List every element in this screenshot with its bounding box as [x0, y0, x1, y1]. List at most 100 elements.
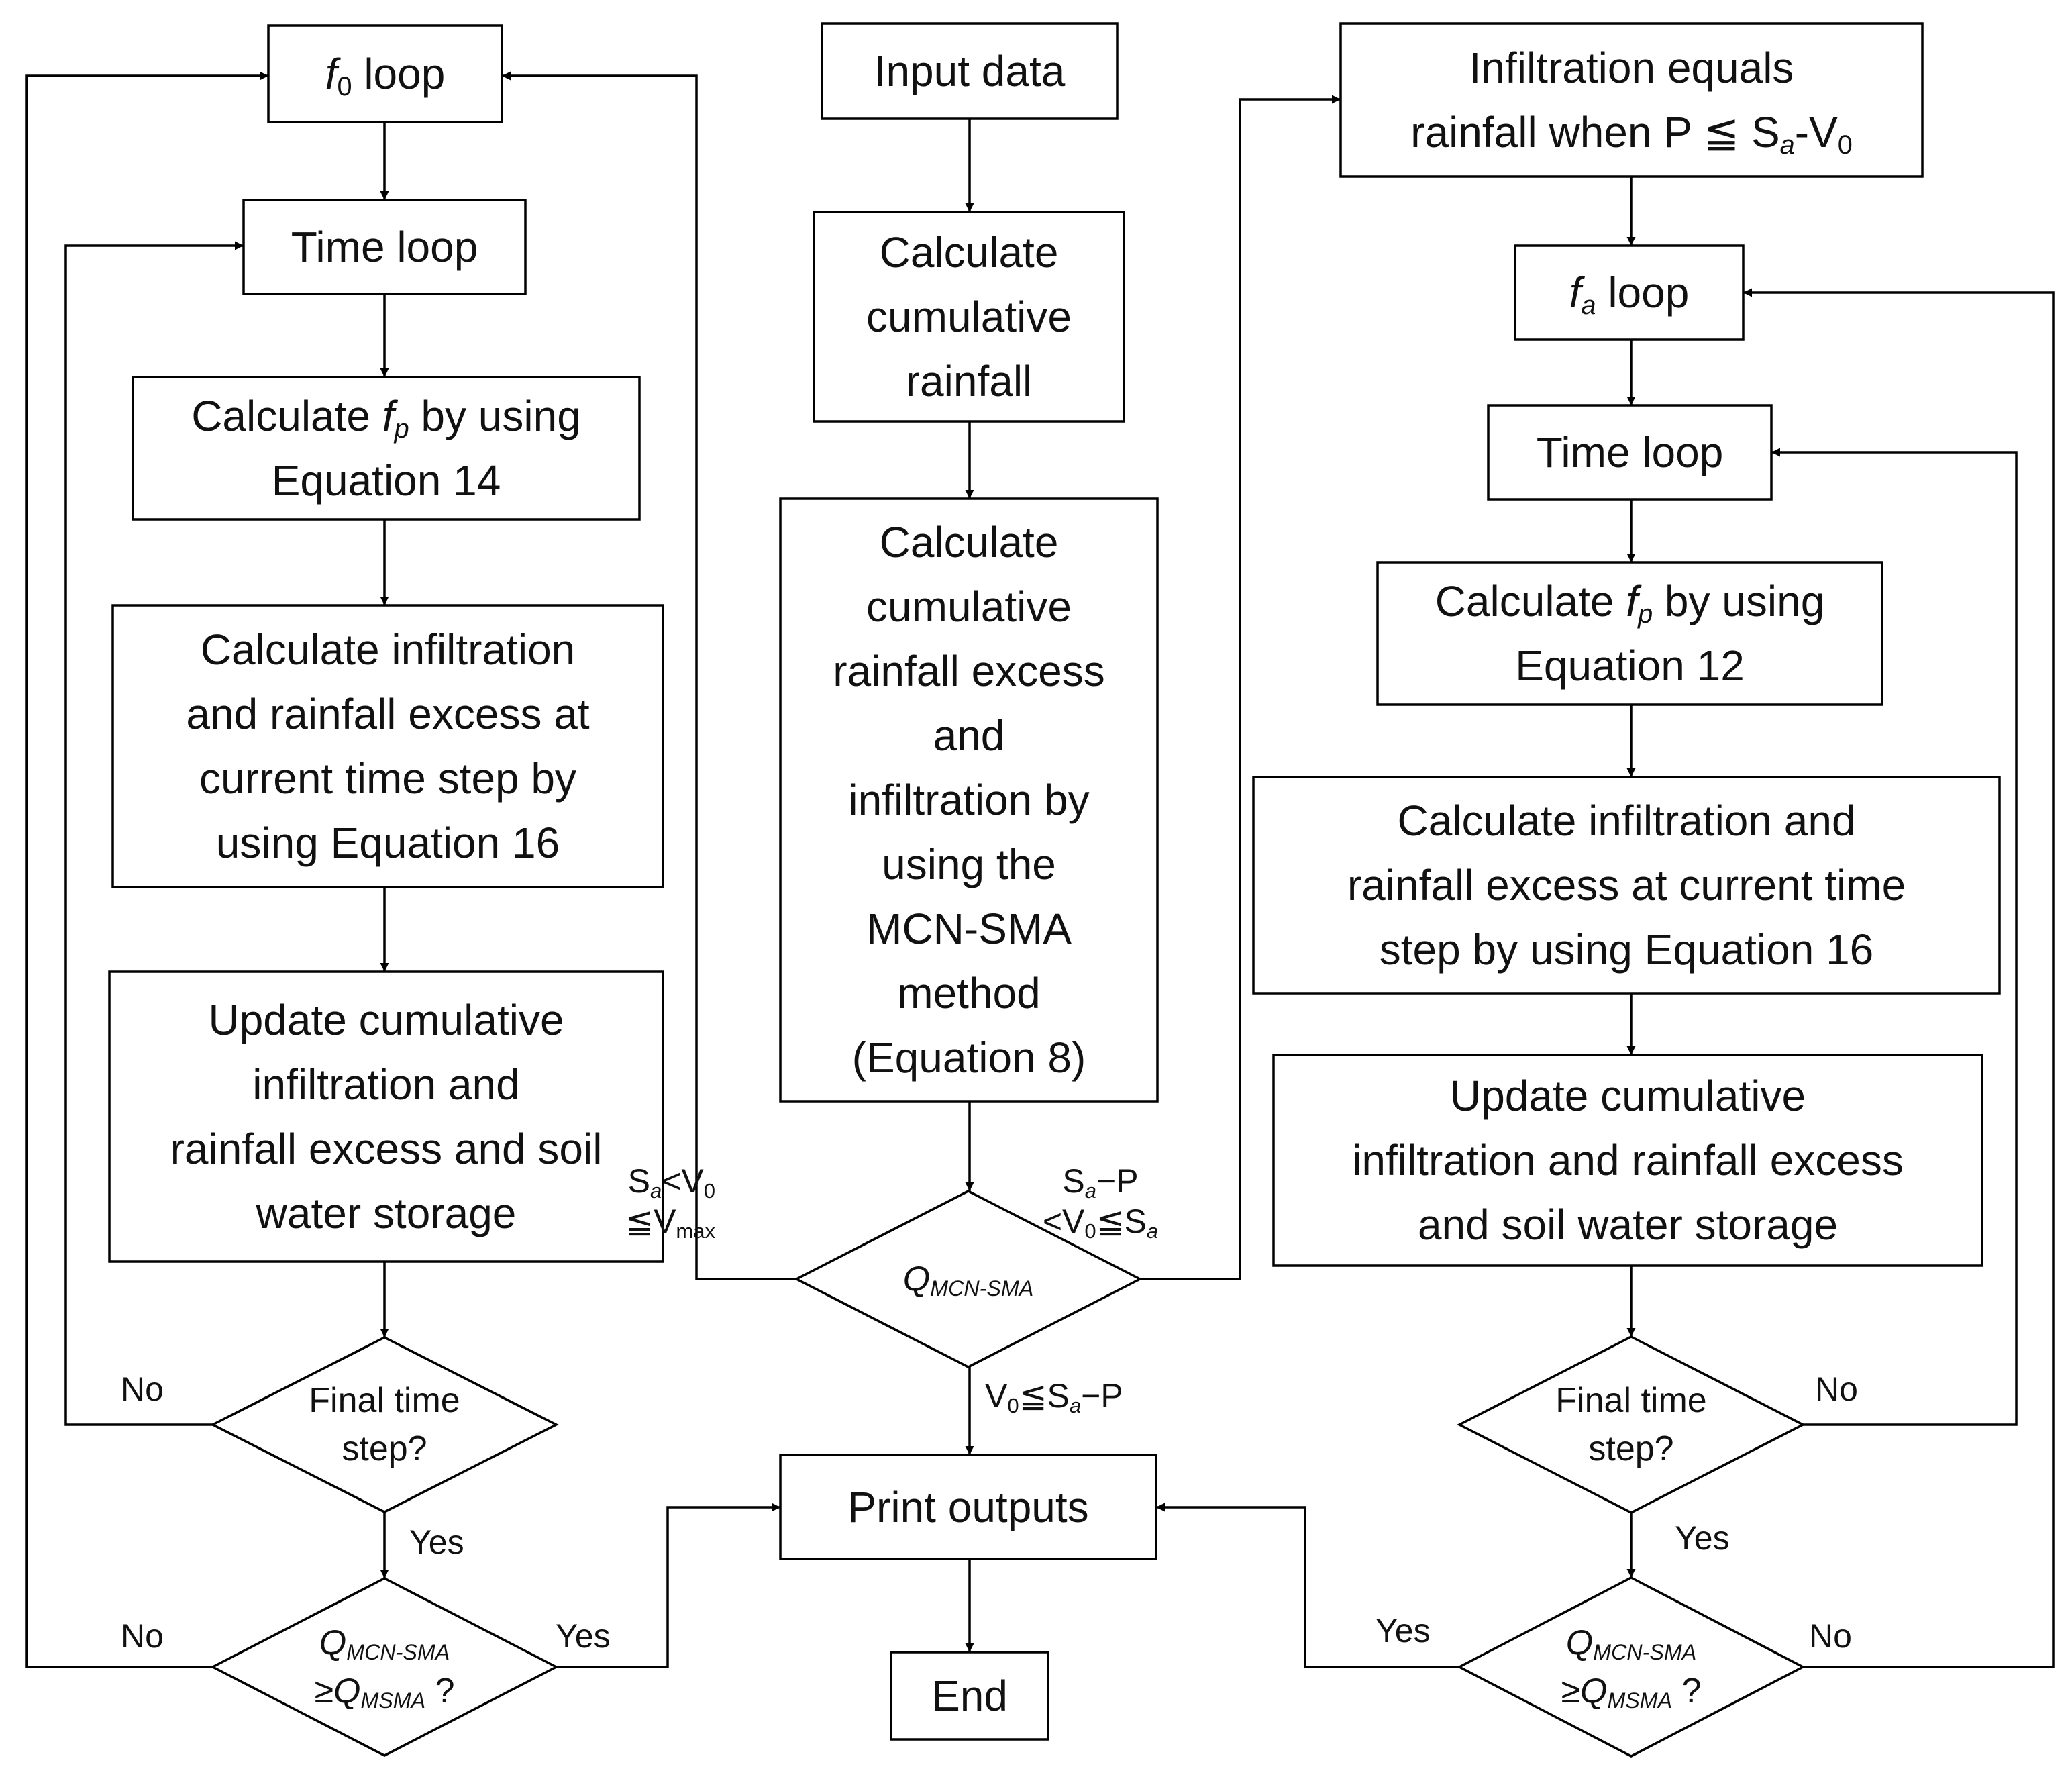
calc-inf-right-box: Calculate infiltration and rainfall exces… — [1253, 777, 2000, 993]
print-line-1: Print outputs — [847, 1482, 1089, 1531]
calc-inf-left-line-2: and rainfall excess at — [186, 690, 590, 738]
calc-fp14-box-shape — [132, 376, 641, 521]
calc-inf-left-line-4: using Equation 16 — [215, 819, 560, 867]
end-line-1: End — [931, 1672, 1008, 1720]
calc-inf-left-box-shape — [111, 604, 664, 888]
infil-equals-box-shape — [1339, 22, 1924, 178]
f0-loop-box-shape — [267, 24, 503, 123]
calc-fp14-line-2: Equation 14 — [271, 456, 501, 505]
final-left-line-2: step? — [342, 1429, 427, 1468]
yes-final-right-label: Yes — [1675, 1518, 1730, 1558]
infil-equals-box: Infiltration equals rainfall when P ≦ Sa-… — [1341, 23, 1922, 176]
calc-inf-right-line-3: step by using Equation 16 — [1379, 925, 1874, 974]
no-q-right-label: No — [1809, 1616, 1852, 1656]
calc-cum-rain-line-2: cumulative — [866, 293, 1072, 341]
time-left-box: Time loop — [244, 200, 525, 294]
update-left-line-3: rainfall excess and soil — [170, 1125, 603, 1173]
time-right-box: Time loop — [1488, 405, 1771, 499]
yes-final-right-label-line-1: Yes — [1675, 1519, 1730, 1557]
no-q-left-label-line-1: No — [121, 1617, 164, 1655]
qcomp-right-diamond: QMCN-SMA ≥QMSMA ? — [1459, 1578, 1803, 1756]
update-left-line-1: Update cumulative — [208, 996, 564, 1044]
arrow-final-right-no-loop — [1771, 448, 2018, 1426]
calc-inf-right-line-1: Calculate infiltration and — [1397, 797, 1856, 845]
q-mcn-sma-diamond-shape — [794, 1190, 1143, 1368]
no-final-left-label-line-1: No — [121, 1370, 164, 1408]
yes-final-left-label-line-1: Yes — [409, 1523, 464, 1561]
infil-equals-line-2: rainfall when P ≦ Sa-V0 — [1410, 108, 1853, 160]
calc-fp14-line-1: Calculate fp by using — [191, 392, 581, 444]
calc-mcn-line-2: cumulative — [866, 582, 1072, 631]
calc-inf-left-line-1: Calculate infiltration — [200, 625, 576, 674]
end-box-shape — [890, 1651, 1049, 1741]
qcomp-left-diamond: QMCN-SMA ≥QMSMA ? — [213, 1578, 556, 1756]
update-left-box-shape — [108, 970, 664, 1263]
no-q-right-label-line-1: No — [1809, 1617, 1852, 1655]
update-right-line-3: and soil water storage — [1417, 1201, 1838, 1249]
no-final-right-label-line-1: No — [1815, 1370, 1858, 1408]
fa-loop-line-1: fa loop — [1569, 268, 1690, 320]
infil-equals-line-1: Infiltration equals — [1469, 44, 1794, 92]
calc-cum-rain-line-3: rainfall — [905, 357, 1033, 405]
calc-cum-rain-line-1: Calculate — [879, 228, 1059, 276]
yes-q-right-label-line-1: Yes — [1376, 1612, 1431, 1649]
update-right-line-2: infiltration and rainfall excess — [1352, 1136, 1904, 1184]
fa-loop-box: fa loop — [1515, 246, 1743, 340]
arrow-decision-to-f0-loop — [502, 71, 796, 1280]
cond-right-label-line-1: Sa−P — [1062, 1162, 1139, 1203]
f0-loop-box: f0 loop — [268, 26, 502, 122]
update-right-box: Update cumulative infiltration and rainfa… — [1274, 1055, 1982, 1266]
arrow-q-right-no-loop — [1743, 288, 2055, 1668]
final-left-diamond: Final time step? — [213, 1337, 556, 1512]
qcomp-left-line-2: ≥QMSMA ? — [314, 1672, 455, 1713]
calc-mcn-line-7: MCN-SMA — [866, 905, 1072, 953]
yes-q-right-label: Yes — [1376, 1611, 1431, 1651]
yes-final-left-label: Yes — [409, 1522, 464, 1562]
cond-left-label-line-1: Sa<V0 — [627, 1162, 715, 1203]
calc-fp12-line-2: Equation 12 — [1515, 642, 1745, 690]
input-line-1: Input data — [874, 47, 1066, 95]
end-box: End — [891, 1652, 1048, 1739]
cond-down-label: V0≦Sa−P — [985, 1376, 1123, 1416]
yes-q-left-label: Yes — [556, 1616, 611, 1656]
q-mcn-sma-diamond: QMCN-SMA — [796, 1191, 1140, 1367]
calc-mcn-line-4: and — [933, 711, 1005, 760]
final-left-line-1: Final time — [309, 1381, 460, 1420]
time-right-line-1: Time loop — [1536, 428, 1724, 476]
calc-fp12-box-shape — [1376, 561, 1883, 706]
input-box: Input data — [822, 23, 1117, 119]
calc-mcn-line-9: (Equation 8) — [851, 1033, 1086, 1082]
arrow-decision-to-infil-equals — [1140, 95, 1341, 1280]
qcomp-left-line-1: QMCN-SMA — [319, 1623, 450, 1665]
update-left-line-4: water storage — [256, 1189, 517, 1237]
calc-mcn-line-8: method — [897, 969, 1041, 1017]
qcomp-right-line-1: QMCN-SMA — [1565, 1623, 1697, 1665]
cond-left-label: Sa<V0≦Vmax — [625, 1161, 715, 1241]
calc-cum-rain-box-shape — [813, 211, 1125, 423]
no-q-left-label: No — [121, 1616, 164, 1656]
yes-q-left-label-line-1: Yes — [556, 1617, 611, 1655]
calc-inf-right-line-2: rainfall excess at current time — [1347, 861, 1906, 909]
arrow-final-left-no-loop — [64, 241, 244, 1426]
qcomp-left-diamond-shape — [210, 1577, 559, 1757]
fa-loop-box-shape — [1514, 244, 1745, 341]
cond-right-label-line-2: <V0≦Sa — [1042, 1203, 1159, 1243]
cond-left-label-line-2: ≦Vmax — [625, 1203, 715, 1243]
calc-inf-left-box: Calculate infiltration and rainfall exces… — [113, 605, 663, 887]
qcomp-right-diamond-shape — [1457, 1576, 1806, 1758]
arrow-q-left-yes-to-print — [556, 1503, 780, 1668]
calc-cum-rain-box: Calculate cumulative rainfall — [814, 212, 1124, 421]
calc-inf-right-box-shape — [1252, 776, 2001, 995]
arrow-q-right-yes-to-print — [1156, 1503, 1459, 1668]
calc-mcn-line-6: using the — [882, 840, 1056, 888]
qcomp-right-line-2: ≥QMSMA ? — [1561, 1672, 1702, 1713]
update-right-line-1: Update cumulative — [1449, 1072, 1806, 1120]
q-mcn-sma-line-1: QMCN-SMA — [902, 1260, 1034, 1301]
calc-fp12-line-1: Calculate fp by using — [1435, 577, 1825, 629]
no-final-left-label: No — [121, 1369, 164, 1409]
